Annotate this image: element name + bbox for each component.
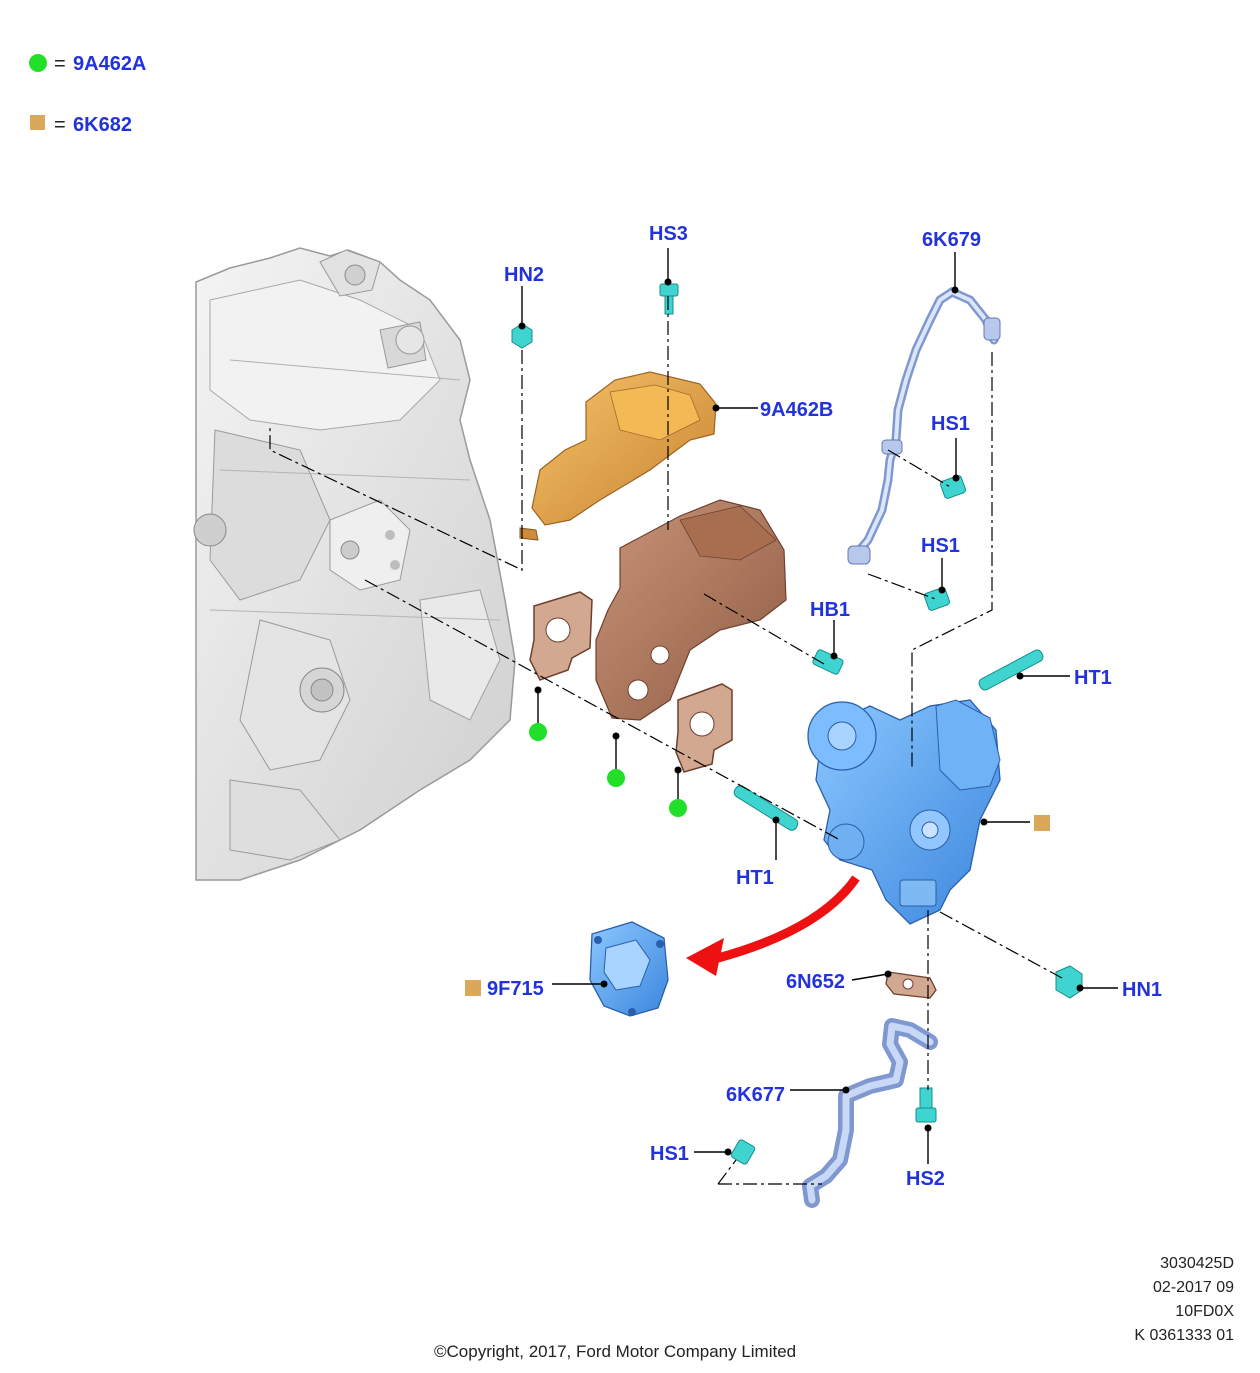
green-circle-icon [669,799,687,817]
legend: = 9A462A = 6K682 [29,53,146,136]
label-hs1: HS1 [921,535,960,557]
hs2-bolt-icon [915,1087,937,1123]
tan-square-icon [1034,815,1050,831]
label-6n652: 6N652 [786,971,845,993]
label-hn2: HN2 [504,264,544,286]
label-ht1: HT1 [1074,667,1112,689]
label-9a462b: 9A462B [760,399,833,421]
meta-code: 10FD0X [1175,1303,1234,1320]
tan-square-icon [465,980,481,996]
engine-block-illustration [193,247,516,881]
oil-return-housing-illustration [589,921,669,1017]
exhaust-manifold-illustration [595,499,787,721]
leader-lines [518,248,1118,1164]
heat-shield-illustration [519,371,717,541]
hs3-bolt-icon [659,283,679,315]
ht1-stud-icon [733,785,799,831]
label-hs3: HS3 [649,223,688,245]
oil-return-pipe-illustration [802,1018,938,1208]
label-hs2: HS2 [906,1168,945,1190]
label-hs1: HS1 [931,413,970,435]
part-labels: HN2 HS3 6K679 9A462B HS1 HS1 HB1 HT1 HT1… [487,223,1162,1190]
turbocharger-illustration [807,699,1001,925]
hb1-bolt-icon [812,649,844,675]
hn1-nut-icon [1055,965,1083,999]
label-ht1: HT1 [736,867,774,889]
label-hs1: HS1 [650,1143,689,1165]
hs1-bolt-icon [730,1139,756,1165]
legend-code-6k682: 6K682 [73,114,132,136]
gasket-illustrations [529,591,937,999]
meta-illustration-number: 3030425D [1160,1255,1234,1272]
green-circle-icon [607,769,625,787]
hs1-bolt-icon [923,587,951,611]
hs1-bolt-icon [939,475,967,499]
legend-code-9a462a: 9A462A [73,53,146,75]
tan-square-icon [30,115,45,130]
green-circle-icon [529,723,547,741]
label-6k677: 6K677 [726,1084,785,1106]
document-metadata: 3030425D 02-2017 09 10FD0X K 0361333 01 [1134,1252,1234,1348]
legend-equals: = [54,53,66,75]
oil-feed-pipe-illustration [847,286,1001,565]
fastener-illustrations [511,283,1083,1165]
label-hb1: HB1 [810,599,850,621]
alignment-lines [269,296,1063,1185]
direction-arrow [686,875,860,976]
green-circle-icon [29,54,47,72]
label-6k679: 6K679 [922,229,981,251]
label-hn1: HN1 [1122,979,1162,1001]
copyright-notice: ©Copyright, 2017, Ford Motor Company Lim… [434,1342,797,1361]
label-9f715: 9F715 [487,978,544,1000]
meta-date: 02-2017 09 [1153,1279,1234,1296]
meta-reference: K 0361333 01 [1134,1327,1234,1344]
ht1-stud-icon [978,649,1044,691]
legend-equals: = [54,114,66,136]
